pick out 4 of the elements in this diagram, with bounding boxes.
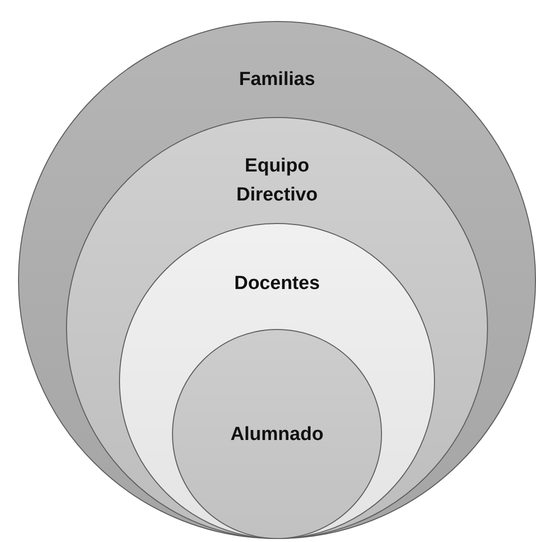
circle-label: Familias <box>238 68 316 92</box>
circle-label: Docentes <box>234 272 320 296</box>
circle-label: Alumnado <box>230 422 324 447</box>
circle-label: Equipo Directivo <box>235 154 319 207</box>
